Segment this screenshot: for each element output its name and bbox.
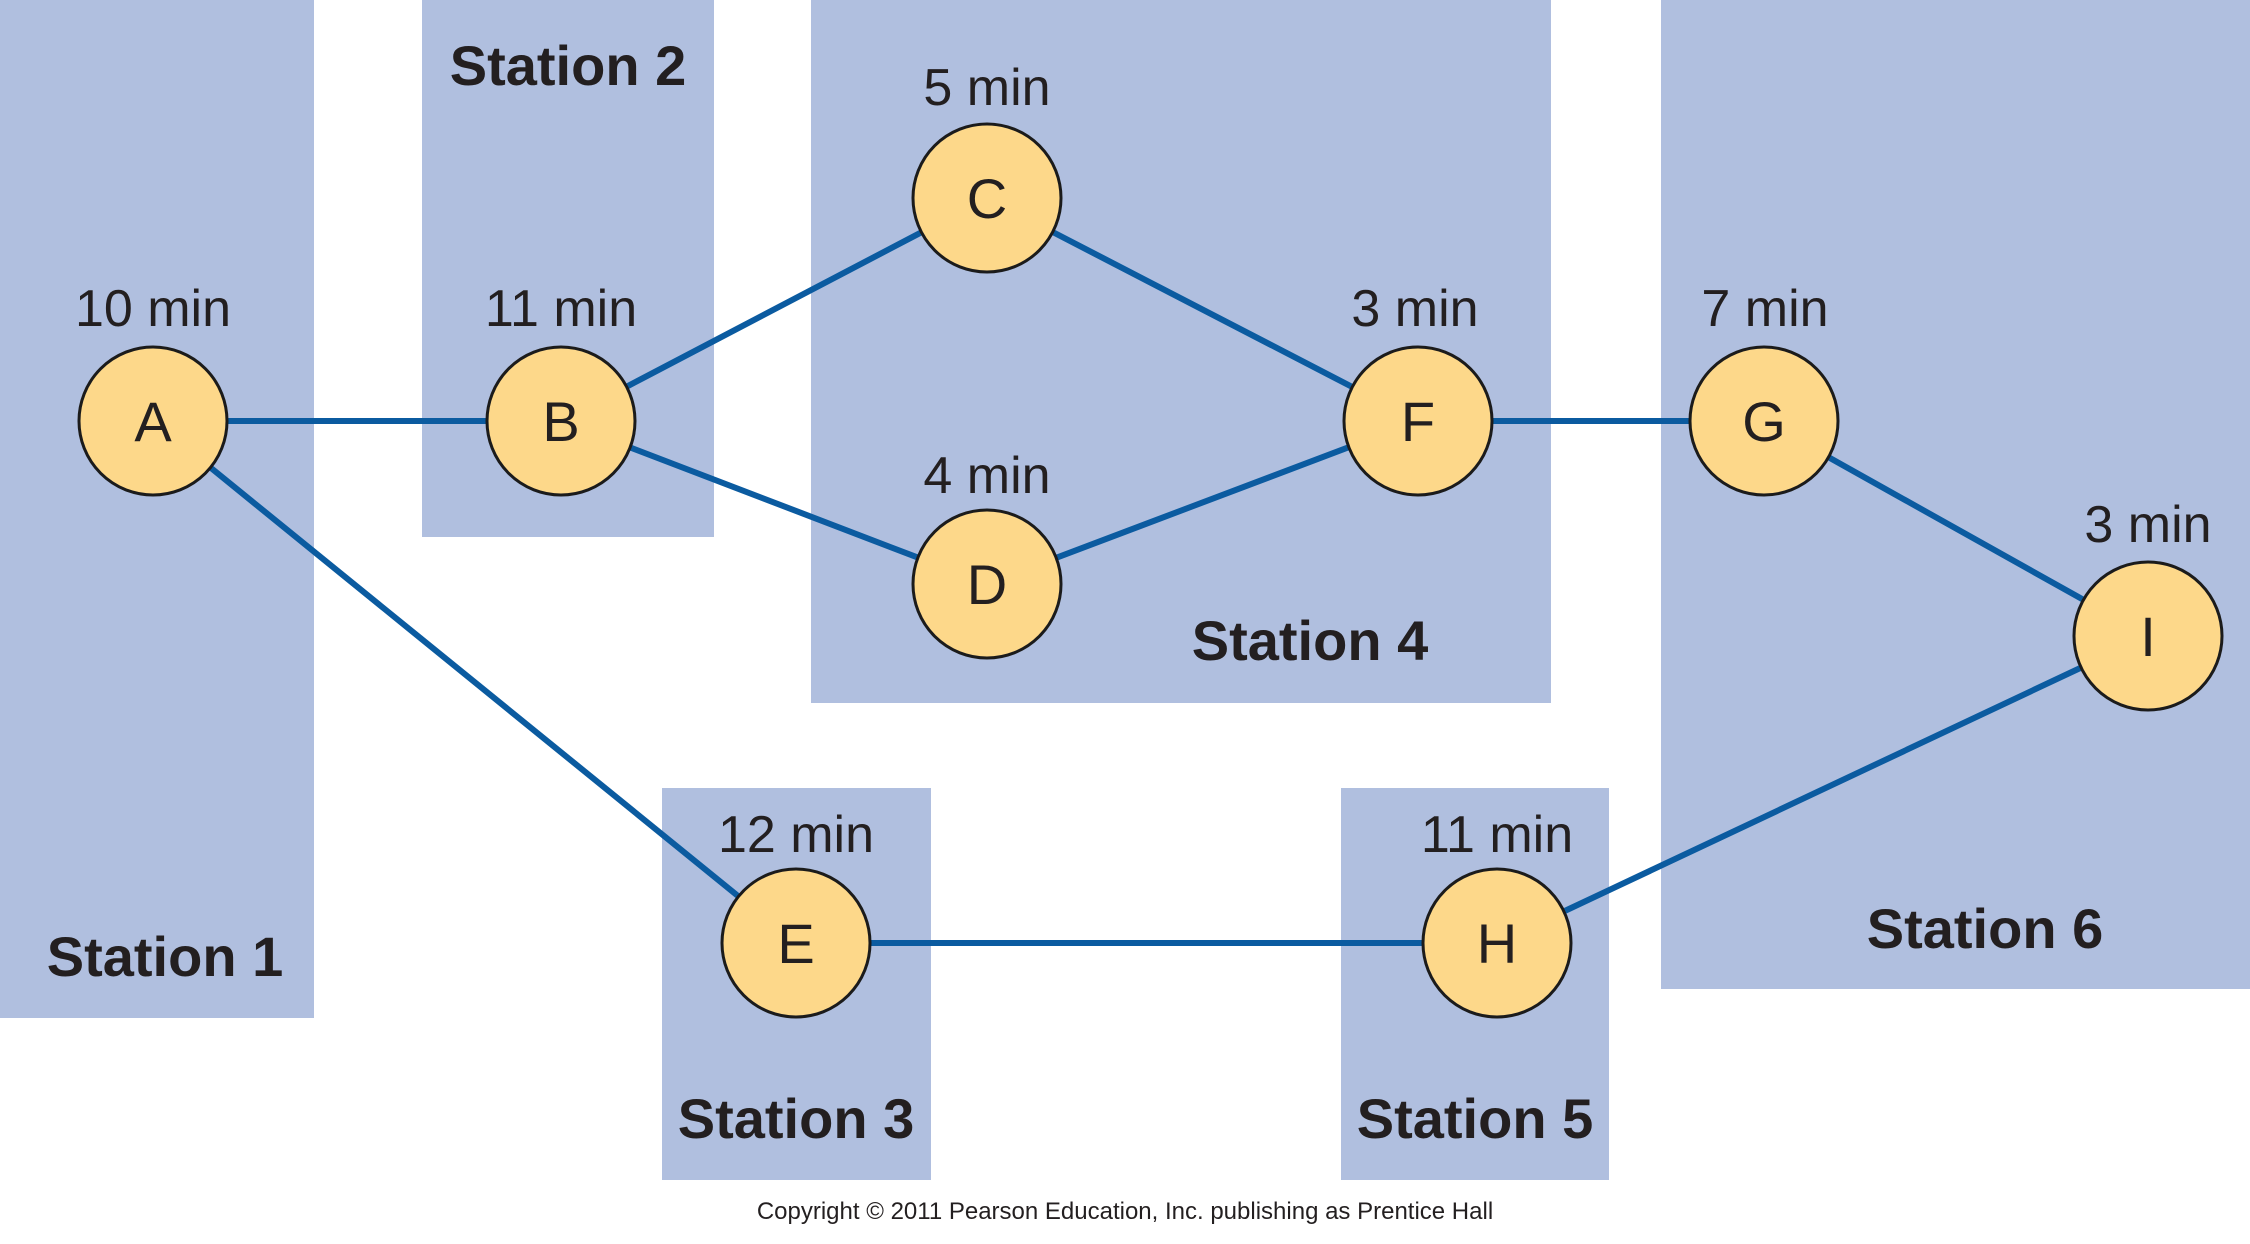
task-d-label: D: [967, 553, 1007, 616]
task-c-time: 5 min: [923, 59, 1050, 117]
station-6-label: Station 6: [1867, 897, 2103, 960]
task-g-circle: [1688, 345, 1840, 497]
task-f-label: F: [1401, 390, 1435, 453]
task-e-time: 12 min: [718, 806, 874, 864]
task-e-label: E: [777, 912, 814, 975]
task-node-g: 7 min G: [1688, 280, 1840, 497]
task-c-label: C: [967, 167, 1007, 230]
precedence-edges: [207, 229, 2087, 946]
task-a-time: 10 min: [75, 280, 231, 338]
task-c-circle: [911, 122, 1063, 274]
task-nodes: 10 min A 11 min B 5 min C 4 min D 12 min…: [75, 59, 2224, 1019]
edge-c-f: [1049, 229, 1356, 390]
task-h-time: 11 min: [1421, 806, 1573, 864]
task-b-label: B: [542, 390, 579, 453]
task-d-circle: [911, 508, 1063, 660]
station-5-label: Station 5: [1357, 1087, 1593, 1150]
task-a-circle: [77, 345, 229, 497]
task-i-circle: [2072, 560, 2224, 712]
edge-h-i: [1560, 664, 2085, 915]
task-node-e: 12 min E: [718, 806, 874, 1019]
station-1-label: Station 1: [47, 925, 283, 988]
task-node-c: 5 min C: [911, 59, 1063, 274]
task-i-time: 3 min: [2084, 496, 2211, 554]
task-i-label: I: [2140, 605, 2156, 668]
station-2-label: Station 2: [450, 34, 686, 97]
task-node-i: 3 min I: [2072, 496, 2224, 712]
station-3-label: Station 3: [678, 1087, 914, 1150]
task-d-time: 4 min: [923, 447, 1050, 505]
edge-a-e: [207, 464, 742, 900]
task-f-circle: [1342, 345, 1494, 497]
task-b-time: 11 min: [485, 280, 637, 338]
task-h-label: H: [1477, 912, 1517, 975]
task-node-a: 10 min A: [75, 280, 231, 497]
task-g-label: G: [1742, 390, 1786, 453]
task-f-time: 3 min: [1351, 280, 1478, 338]
task-node-d: 4 min D: [911, 447, 1063, 660]
edge-b-d: [627, 444, 921, 561]
task-b-circle: [485, 345, 637, 497]
station-1-area: [0, 0, 314, 1018]
station-labels: Station 1 Station 2 Station 3 Station 4 …: [47, 34, 2103, 1150]
copyright-notice: Copyright © 2011 Pearson Education, Inc.…: [757, 1198, 1493, 1225]
station-areas: [0, 0, 2250, 1180]
edge-b-c: [623, 229, 925, 390]
task-a-label: A: [134, 390, 172, 453]
task-g-time: 7 min: [1701, 280, 1828, 338]
task-node-f: 3 min F: [1342, 280, 1494, 497]
task-node-h: 11 min H: [1421, 806, 1573, 1019]
edge-d-f: [1053, 444, 1352, 561]
task-h-circle: [1421, 867, 1573, 1019]
task-e-circle: [720, 867, 872, 1019]
edge-g-i: [1825, 454, 2087, 603]
station-4-label: Station 4: [1192, 609, 1428, 672]
task-node-b: 11 min B: [485, 280, 637, 497]
